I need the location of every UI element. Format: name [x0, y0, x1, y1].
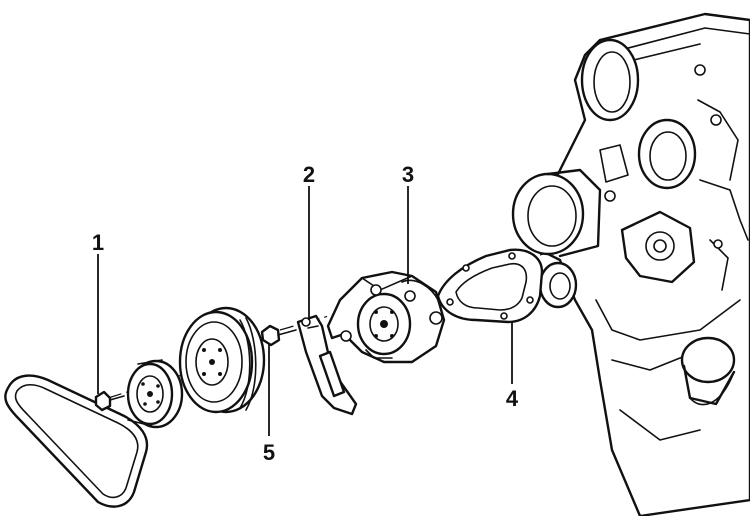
pulley-bolt: [94, 390, 125, 412]
engine-block: [511, 12, 750, 516]
bracket-bolt: [260, 324, 297, 347]
leader-lines: [97, 186, 513, 436]
mounting-bracket: [296, 314, 358, 416]
drive-belt: [4, 374, 149, 508]
callout-2: 2: [303, 162, 315, 187]
water-pump: [326, 270, 446, 364]
small-pulley: [126, 359, 184, 429]
callout-3: 3: [402, 162, 414, 187]
callout-5: 5: [263, 440, 275, 465]
large-pulley: [178, 306, 266, 414]
callout-labels: 1 2 3 4 5: [92, 162, 519, 465]
callout-4: 4: [506, 386, 519, 411]
callout-1: 1: [92, 230, 104, 255]
pump-gasket: [436, 248, 544, 324]
